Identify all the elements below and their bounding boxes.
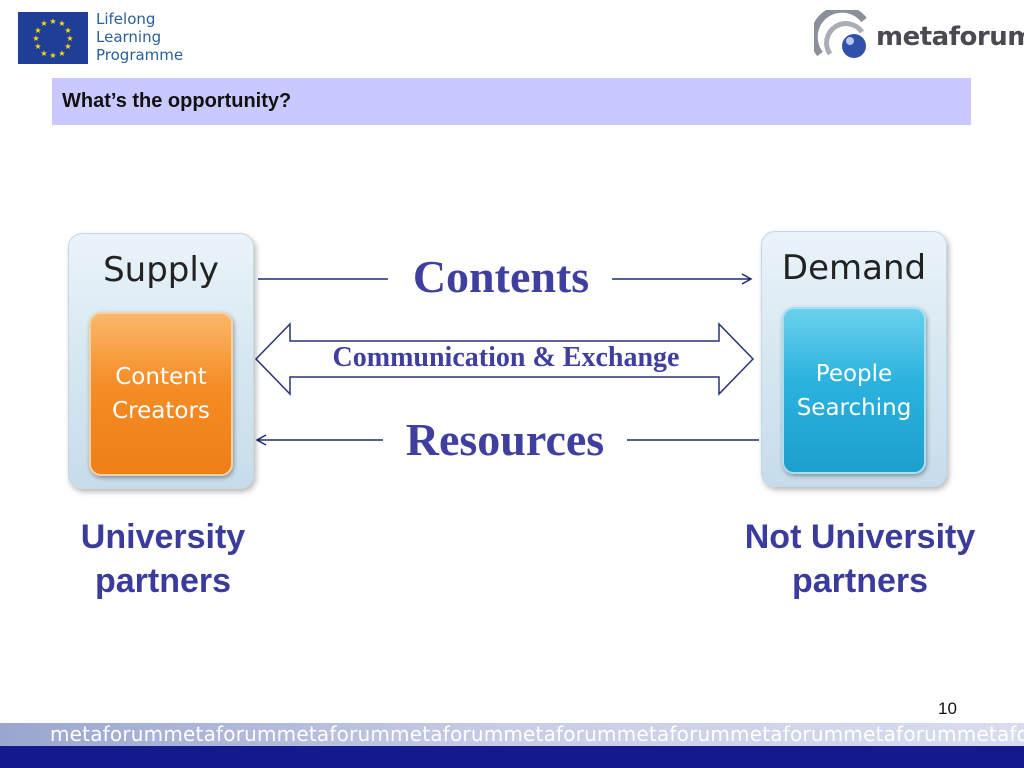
- footer-band: metaforummetaforummetaforummetaforummeta…: [0, 723, 1024, 746]
- llp-logo-text: Lifelong Learning Programme: [96, 10, 183, 64]
- not-university-partners-caption: Not University partners: [715, 515, 1005, 603]
- footer-band-text: metaforummetaforummetaforummetaforummeta…: [50, 723, 1024, 746]
- eu-flag-logo: ★ ★ ★ ★ ★ ★ ★ ★ ★ ★ ★ ★: [18, 12, 88, 64]
- people-searching-box: People Searching: [782, 307, 926, 474]
- slide-title-bar: What’s the opportunity?: [52, 78, 971, 125]
- svg-text:★: ★: [58, 49, 65, 58]
- eu-stars-icon: ★ ★ ★ ★ ★ ★ ★ ★ ★ ★ ★ ★: [32, 17, 73, 60]
- demand-title: Demand: [781, 248, 927, 288]
- svg-text:★: ★: [49, 17, 56, 26]
- svg-text:★: ★: [34, 26, 41, 35]
- contents-label: Contents: [412, 251, 590, 302]
- content-creators-box: Content Creators: [89, 312, 233, 476]
- demand-box: Demand People Searching: [761, 231, 947, 487]
- metaforum-brand-text: metaforum: [876, 22, 1024, 52]
- left-caption-line-1: University: [80, 518, 246, 556]
- demand-inner-line-1: People: [815, 360, 893, 387]
- slide-title: What’s the opportunity?: [62, 90, 292, 112]
- svg-text:★: ★: [32, 34, 39, 43]
- llp-line-2: Learning: [96, 28, 162, 46]
- metaforum-logo: metaforum: [814, 10, 1024, 62]
- contents-arrowhead: [741, 273, 753, 285]
- university-partners-caption: University partners: [48, 515, 278, 603]
- demand-inner-line-2: Searching: [796, 394, 912, 421]
- svg-text:★: ★: [64, 42, 71, 51]
- svg-text:★: ★: [49, 51, 56, 60]
- supply-inner-line-1: Content: [115, 364, 207, 390]
- svg-text:★: ★: [64, 26, 71, 35]
- metaforum-globe-icon: [814, 10, 867, 58]
- svg-text:★: ★: [66, 34, 73, 43]
- supply-title: Supply: [103, 250, 219, 290]
- supply-inner-line-2: Creators: [112, 398, 210, 424]
- supply-box: Supply Content Creators: [68, 233, 254, 489]
- communication-exchange-label: Communication & Exchange: [332, 342, 680, 373]
- right-caption-line-1: Not University: [744, 518, 976, 556]
- svg-text:★: ★: [40, 49, 47, 58]
- svg-text:★: ★: [40, 19, 47, 28]
- right-caption-line-2: partners: [791, 562, 929, 600]
- page-number: 10: [938, 699, 957, 718]
- llp-line-3: Programme: [96, 46, 184, 64]
- llp-line-1: Lifelong: [96, 10, 156, 28]
- resources-arrowhead: [255, 434, 267, 446]
- resources-label: Resources: [405, 414, 605, 465]
- svg-text:★: ★: [34, 42, 41, 51]
- svg-text:★: ★: [58, 19, 65, 28]
- communication-double-arrow: [254, 322, 755, 396]
- left-caption-line-2: partners: [94, 562, 232, 600]
- footer-bar: [0, 746, 1024, 768]
